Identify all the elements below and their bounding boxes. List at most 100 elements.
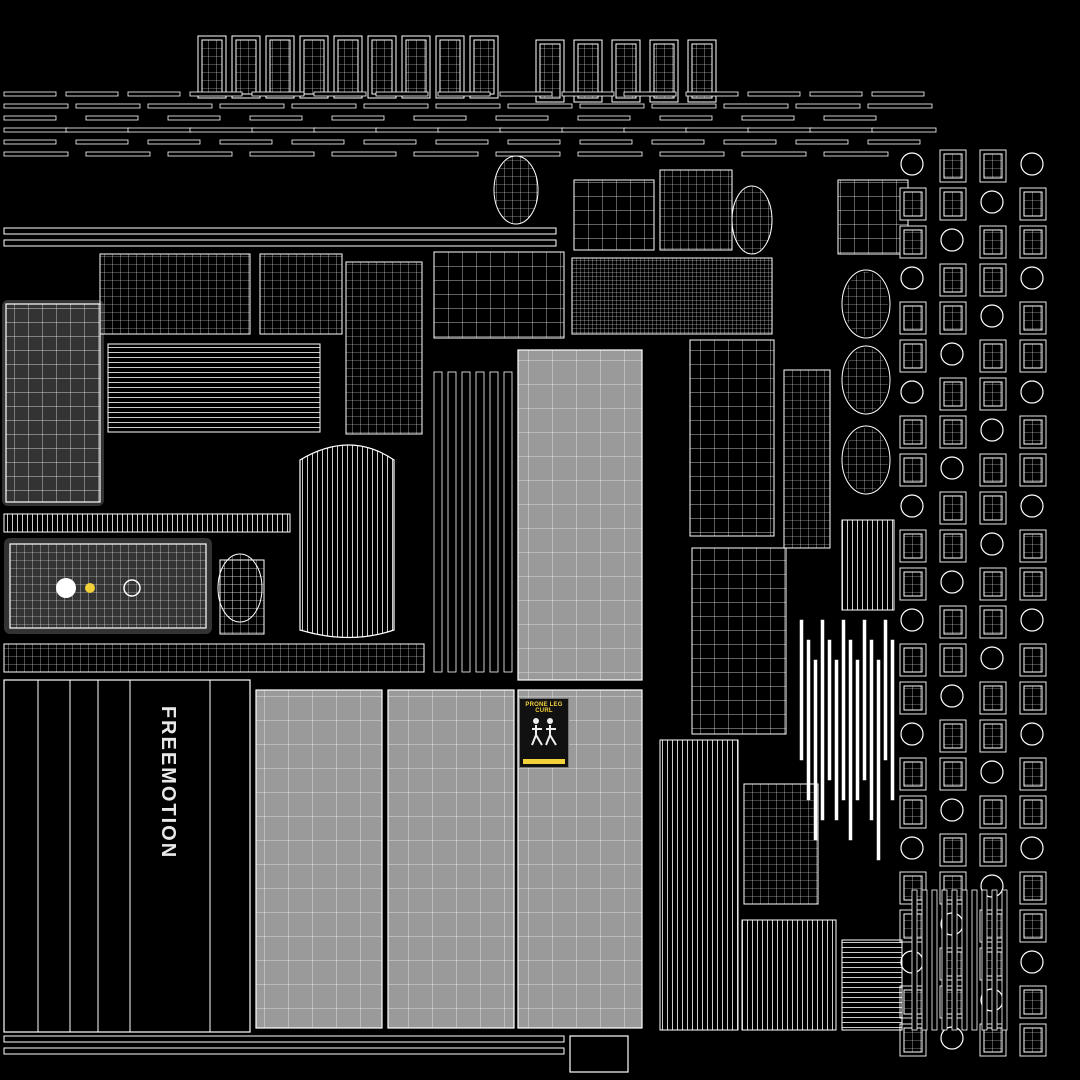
uv-shell-top-cell-b-grid <box>577 43 599 99</box>
uv-shell-small-plate-grid <box>943 761 963 787</box>
uv-shell-bolt-disc <box>56 578 76 598</box>
uv-shell-strip <box>579 139 633 145</box>
uv-shell-yellow-mark <box>85 583 95 593</box>
uv-shell-small-plate-grid <box>1023 229 1043 255</box>
uv-shell-strip <box>3 103 69 109</box>
uv-shell-small-plate-grid <box>903 343 923 369</box>
uv-shell-small-plate-grid <box>1023 989 1043 1015</box>
uv-shell-thin-bar <box>799 619 804 761</box>
uv-shell-small-plate-grid <box>943 723 963 749</box>
uv-shell-small-plate-grid <box>903 571 923 597</box>
uv-shell-strip <box>167 151 233 157</box>
uv-shell-strip <box>251 91 305 97</box>
uv-shell-washer <box>940 456 964 480</box>
uv-shell-bench-frame <box>9 543 207 629</box>
uv-shell-small-plate-grid <box>903 229 923 255</box>
uv-shell-washer <box>900 836 924 860</box>
uv-shell-column-strip <box>503 371 513 673</box>
uv-shell-washer <box>1020 608 1044 632</box>
uv-shell-thin-bar <box>806 639 811 801</box>
uv-shell-thin-bar <box>834 659 839 821</box>
uv-shell-washer <box>1020 836 1044 860</box>
uv-shell-small-plate-grid <box>983 229 1003 255</box>
uv-shell-strip <box>85 151 151 157</box>
uv-shell-small-plate-grid <box>1023 913 1043 939</box>
uv-shell-washer <box>980 760 1004 784</box>
uv-shell-strip <box>3 115 57 121</box>
uv-shell-long-strip-a <box>3 513 291 533</box>
uv-shell-long-strip-b <box>3 643 425 673</box>
uv-shell-small-plate-grid <box>1023 875 1043 901</box>
uv-shell-small-plate-grid <box>983 571 1003 597</box>
uv-shell-small-plate-grid <box>943 647 963 673</box>
uv-shell-vertical-rail <box>911 889 918 1031</box>
uv-shell-strip <box>363 103 429 109</box>
uv-shell-vertical-rail <box>971 889 978 1031</box>
uv-shell-washer <box>940 228 964 252</box>
uv-shell-wrapped-sheet <box>743 783 819 905</box>
uv-shell-small-plate-grid <box>903 191 923 217</box>
uv-shell-top-cell-b-grid <box>615 43 637 99</box>
uv-shell-curved-tube <box>689 339 775 537</box>
uv-shell-strip <box>147 103 213 109</box>
uv-shell-small-plate-grid <box>983 609 1003 635</box>
uv-shell-small-plate-grid <box>1023 343 1043 369</box>
uv-shell-strip <box>651 103 717 109</box>
uv-shell-strip <box>495 151 561 157</box>
uv-shell-strip <box>413 115 467 121</box>
uv-shell-strip <box>823 115 877 121</box>
uv-shell-strip <box>561 127 627 133</box>
uv-shell-strip <box>871 127 937 133</box>
uv-shell-small-plate-grid <box>943 267 963 293</box>
uv-shell-small-plate-grid <box>903 533 923 559</box>
uv-shell-small-plate-grid <box>1023 799 1043 825</box>
uv-shell-thin-bar <box>869 639 874 821</box>
uv-shell-strip <box>65 127 131 133</box>
uv-shell-strip <box>75 103 141 109</box>
uv-shell-strip <box>723 139 777 145</box>
uv-shell-strip <box>219 103 285 109</box>
uv-shell-wave-panel <box>573 179 655 251</box>
uv-shell-washer <box>1020 722 1044 746</box>
uv-shell-strip <box>507 103 573 109</box>
uv-shell-strip <box>291 139 345 145</box>
uv-shell-small-plate-grid <box>943 153 963 179</box>
uv-shell-washer <box>1020 494 1044 518</box>
uv-shell-top-cell-grid <box>269 39 291 95</box>
uv-shell-handle-grip <box>783 369 831 549</box>
uv-shell-column-strip <box>489 371 499 673</box>
uv-shell-washer <box>900 494 924 518</box>
uv-shell-small-plate-grid <box>1023 533 1043 559</box>
uv-shell-strip <box>499 127 565 133</box>
uv-shell-thin-bar <box>827 639 832 781</box>
uv-shell-strip <box>867 103 933 109</box>
uv-shell-strip <box>65 91 119 97</box>
uv-shell-strip <box>659 151 725 157</box>
uv-shell-thin-bar <box>841 619 846 801</box>
uv-shell-top-cell-b-grid <box>539 43 561 99</box>
uv-shell-strip <box>809 91 863 97</box>
uv-shell-gray-grid-a <box>255 689 383 1029</box>
uv-shell-column-strip <box>475 371 485 673</box>
uv-shell-small-plate-grid <box>983 267 1003 293</box>
uv-shell-washer <box>1020 266 1044 290</box>
uv-shell-small-plate-grid <box>943 609 963 635</box>
uv-shell-strip <box>249 151 315 157</box>
uv-shell-small-plate-grid <box>1023 419 1043 445</box>
uv-shell-washer <box>940 684 964 708</box>
uv-shell-strip <box>577 151 643 157</box>
uv-shell-small-plate-grid <box>903 305 923 331</box>
uv-shell-angled-panel <box>99 253 251 335</box>
uv-shell-vertical-rail <box>1001 889 1008 1031</box>
uv-shell-barrel <box>691 547 787 735</box>
uv-shell-small-plate-grid <box>1023 685 1043 711</box>
uv-shell-thin-bar <box>862 619 867 781</box>
uv-shell-oval-pad-c <box>217 553 263 623</box>
uv-shell-gray-grid-b <box>387 689 515 1029</box>
uv-shell-dense-strip <box>571 257 773 335</box>
uv-shell-washer <box>980 418 1004 442</box>
uv-shell-small-plate-grid <box>943 837 963 863</box>
uv-shell-washer <box>900 608 924 632</box>
uv-shell-strip <box>437 91 491 97</box>
uv-shell-strip <box>809 127 875 133</box>
